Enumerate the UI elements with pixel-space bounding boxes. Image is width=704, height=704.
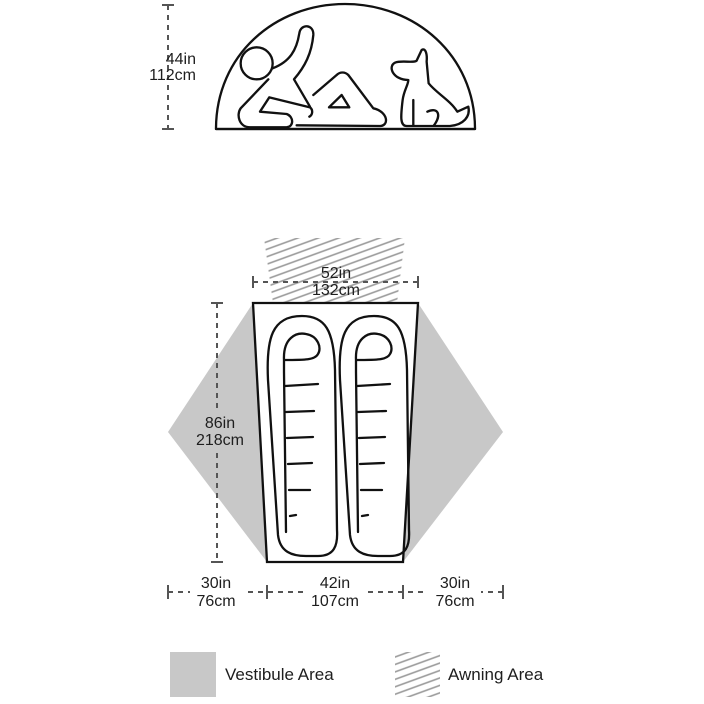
- right-vestibule-cm-label: 76cm: [435, 593, 474, 610]
- dog-icon: [390, 48, 470, 128]
- right-vestibule: [403, 303, 503, 562]
- length-dimension-line: [211, 302, 223, 563]
- height-dimension-line: [162, 4, 174, 130]
- floor-plan: 52in 132cm 86in 218cm 30in 76cm 42in 107…: [167, 238, 504, 610]
- side-view: 44in 112cm: [149, 2, 477, 131]
- bottom-dimension-line: [167, 585, 504, 599]
- left-vestibule-cm-label: 76cm: [196, 593, 235, 610]
- floor-width-in-label: 42in: [320, 575, 350, 592]
- width-dimension-line: [252, 276, 419, 288]
- dome-outline: [214, 2, 477, 131]
- vestibule-swatch: [170, 652, 216, 697]
- width-cm-label: 132cm: [312, 282, 360, 299]
- legend: Vestibule Area Awning Area: [170, 652, 544, 697]
- height-in-label: 44in: [166, 51, 196, 68]
- awning-legend-label: Awning Area: [448, 665, 544, 684]
- floor-width-cm-label: 107cm: [311, 593, 359, 610]
- sleeping-bag-left: [266, 314, 339, 558]
- awning-swatch: [395, 652, 440, 697]
- person-icon: [237, 25, 388, 129]
- sleeping-bag-right: [338, 314, 411, 558]
- length-cm-label: 218cm: [196, 432, 244, 449]
- length-in-label: 86in: [205, 415, 235, 432]
- height-cm-label: 112cm: [149, 67, 196, 84]
- vestibule-legend-label: Vestibule Area: [225, 665, 334, 684]
- width-in-label: 52in: [321, 265, 351, 282]
- right-vestibule-in-label: 30in: [440, 575, 470, 592]
- awning-area: [264, 238, 405, 303]
- left-vestibule-in-label: 30in: [201, 575, 231, 592]
